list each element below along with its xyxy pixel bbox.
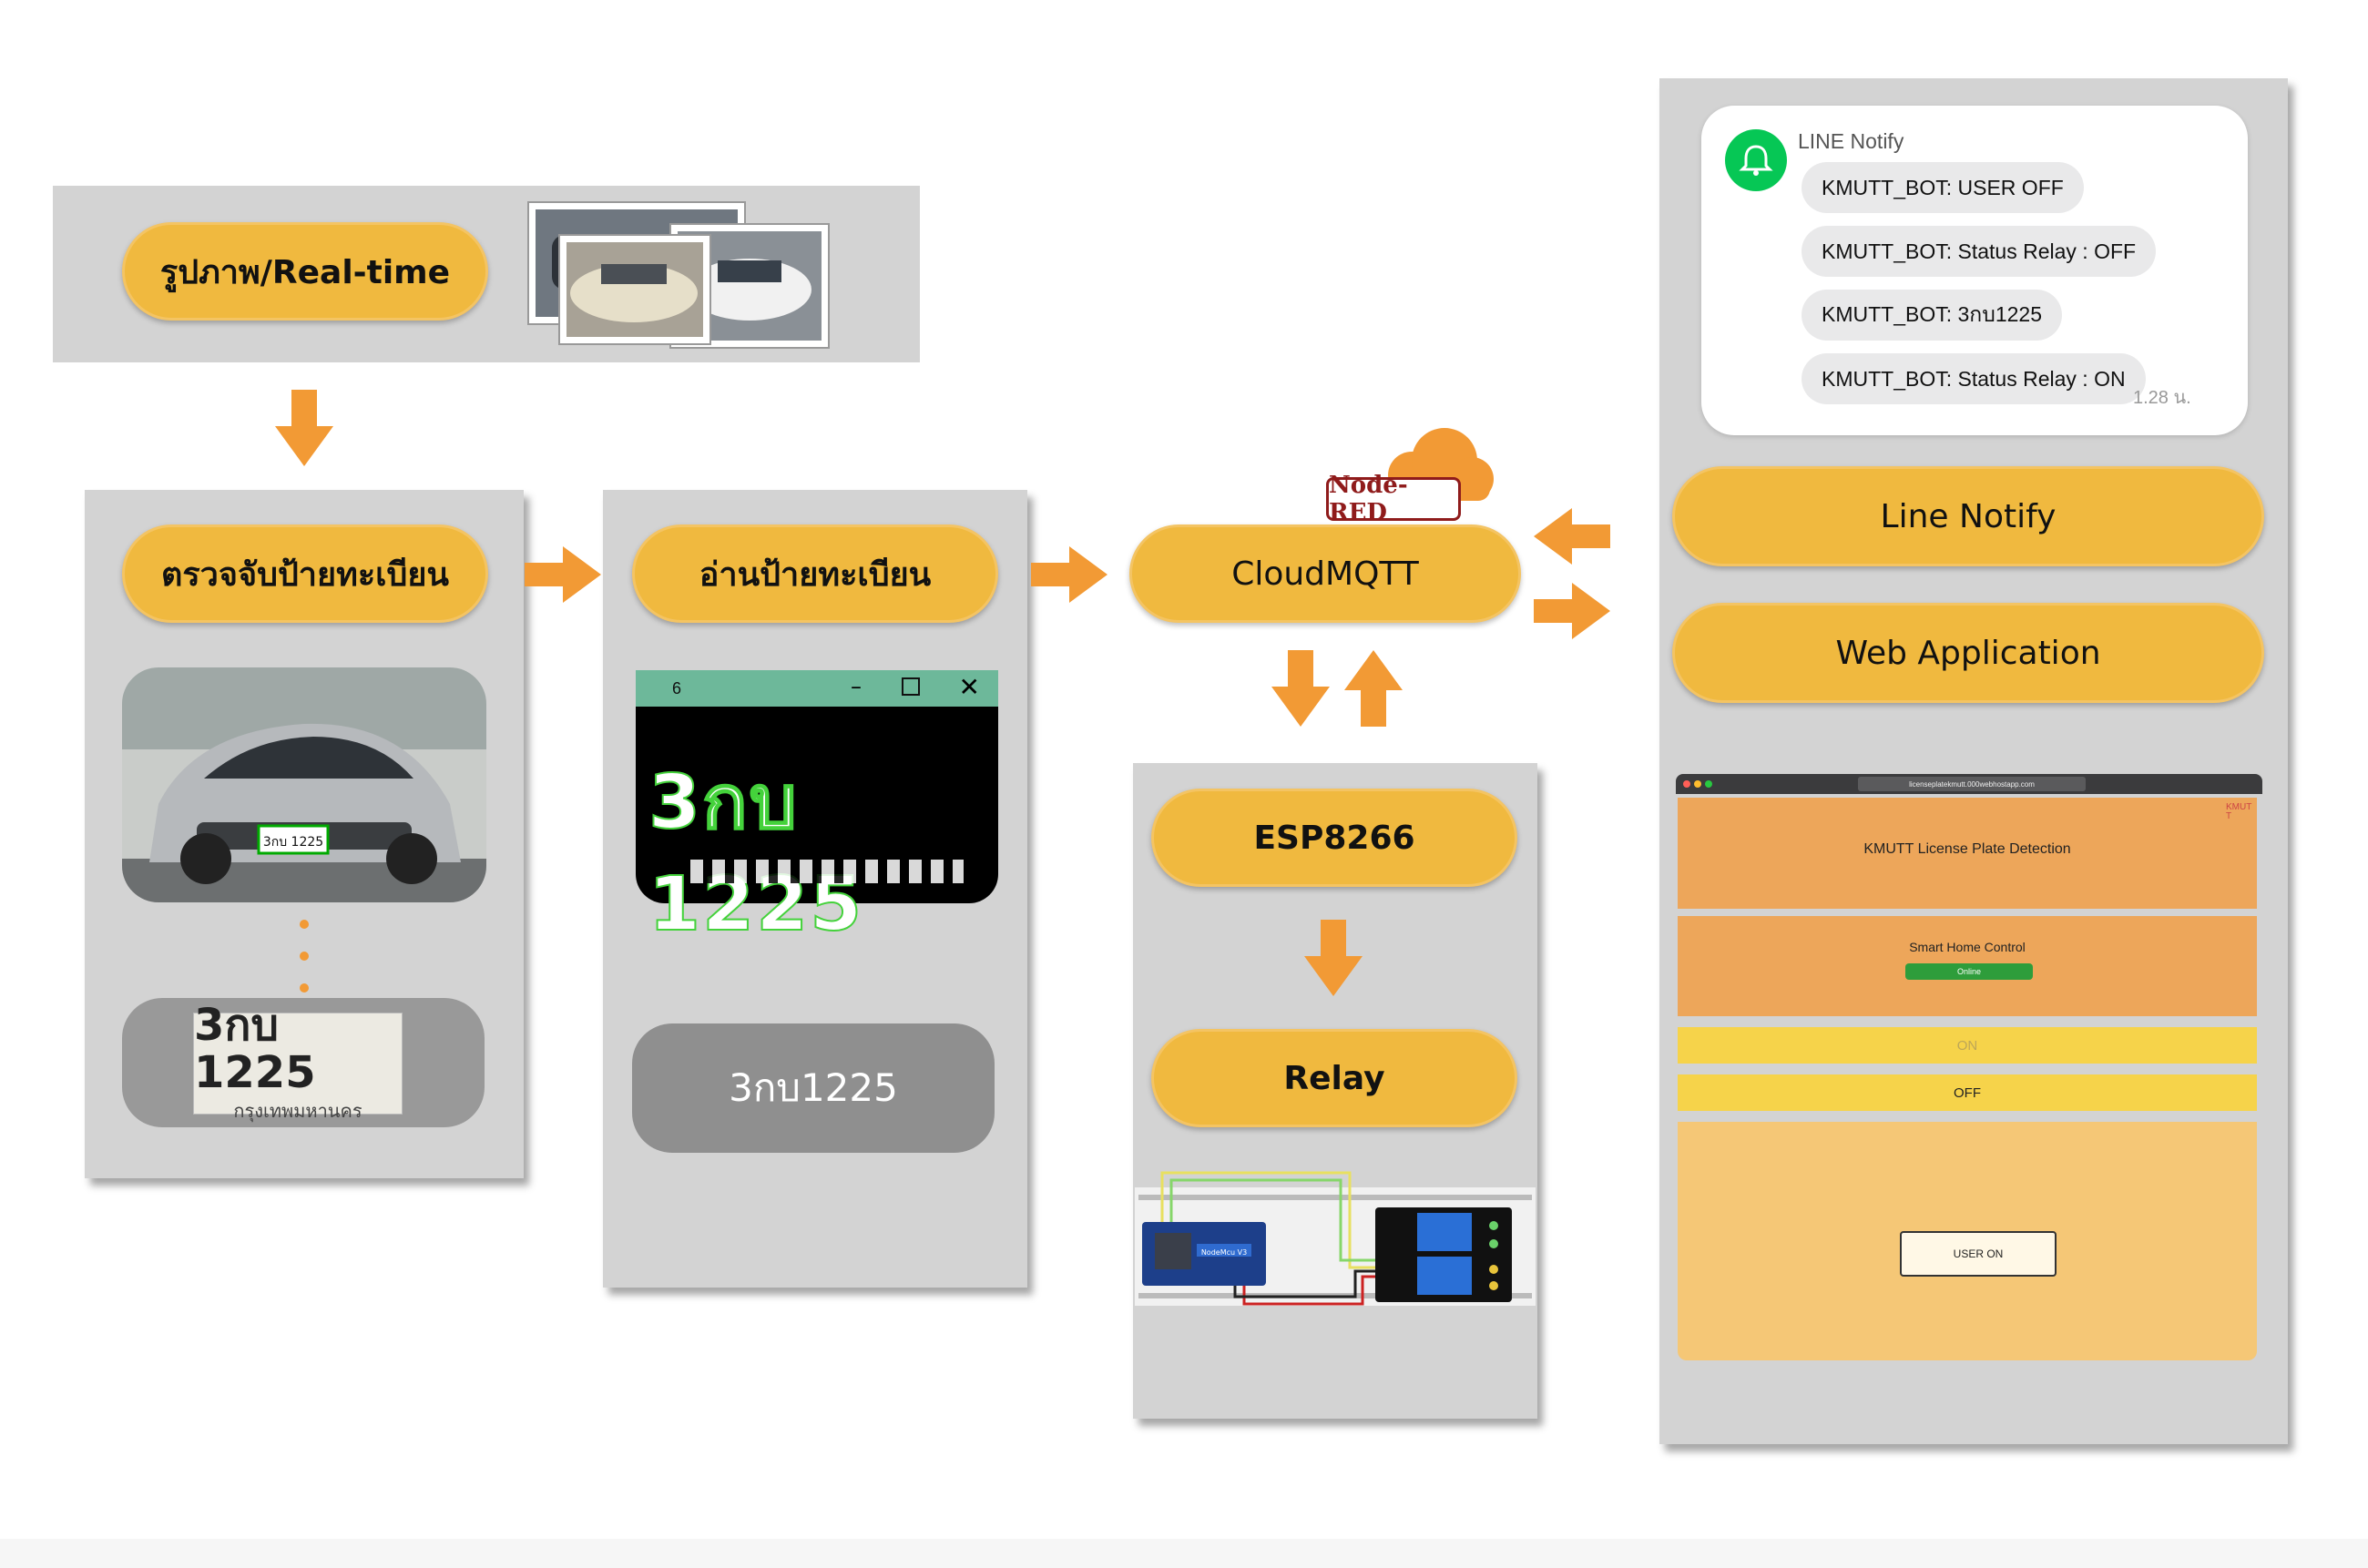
webapp-logo: KMUTT	[2226, 802, 2252, 821]
minimize-icon[interactable]: –	[851, 674, 862, 699]
bottom-strip	[0, 1539, 2368, 1568]
read-result: 3กบ1225	[632, 1023, 995, 1153]
arrow-down-icon	[1271, 650, 1330, 727]
detect-pill: ตรวจจับป้ายทะเบียน	[122, 524, 488, 623]
webapp-off-button[interactable]: OFF	[1678, 1074, 2257, 1111]
arrow-right-icon	[1031, 546, 1107, 603]
arrow-down-icon	[1304, 920, 1363, 996]
esp8266-pill: ESP8266	[1151, 789, 1517, 887]
window-dot-yellow	[1694, 780, 1701, 788]
line-message: KMUTT_BOT: 3กบ1225	[1802, 290, 2062, 341]
ocr-plate-text: 3กบ 1225	[648, 759, 864, 949]
breadboard-diagram: NodeMcu V3	[1135, 1171, 1536, 1306]
ocr-window: 6 – ✕ 3กบ 1225	[636, 670, 998, 949]
line-message: KMUTT_BOT: USER OFF	[1802, 162, 2084, 213]
board-label: NodeMcu V3	[1201, 1248, 1247, 1257]
cloudmqtt-pill: CloudMQTT	[1129, 524, 1521, 623]
plate-crop-sub: กรุงเทพมหานคร	[233, 1100, 362, 1122]
svg-text:3กบ 1225: 3กบ 1225	[263, 835, 323, 850]
car-photo: 3กบ 1225	[122, 667, 486, 902]
line-sender: LINE Notify	[1798, 129, 1904, 153]
ocr-plate-image: 3กบ 1225	[636, 707, 998, 949]
webapp-on-button[interactable]: ON	[1678, 1027, 2257, 1064]
node-red-badge: Node-RED	[1326, 472, 1461, 526]
webapp-header	[1678, 798, 2257, 909]
read-pill: อ่านป้ายทะเบียน	[632, 524, 998, 623]
line-notify-pill: Line Notify	[1672, 466, 2264, 566]
line-bell-icon	[1725, 129, 1787, 191]
input-pill: รูปภาพ/Real-time	[122, 222, 488, 321]
ocr-window-title: 6	[672, 678, 682, 697]
line-time: 1.28 น.	[2133, 388, 2191, 408]
line-message: KMUTT_BOT: Status Relay : ON	[1802, 353, 2146, 404]
arrow-right-icon	[1534, 583, 1610, 639]
line-message: KMUTT_BOT: Status Relay : OFF	[1802, 226, 2157, 277]
ocr-noise	[690, 860, 964, 883]
web-application-pill: Web Application	[1672, 603, 2264, 703]
arrow-down-icon	[275, 390, 333, 466]
webapp-user-button[interactable]: USER ON	[1900, 1231, 2057, 1277]
arrow-left-icon	[1534, 508, 1610, 565]
arrow-right-icon	[525, 546, 601, 603]
window-dot-green	[1705, 780, 1712, 788]
maximize-icon[interactable]	[902, 677, 920, 696]
relay-pill: Relay	[1151, 1029, 1517, 1127]
webapp-control-title: Smart Home Control	[1909, 940, 2026, 954]
window-dot-red	[1683, 780, 1690, 788]
input-photos-illustration	[527, 201, 830, 349]
webapp-url[interactable]: licenseplatekmutt.000webhostapp.com	[1858, 777, 2086, 791]
webapp-status-badge: Online	[1905, 963, 2033, 980]
arrow-up-icon	[1344, 650, 1403, 727]
dots-icon	[300, 920, 309, 993]
close-icon[interactable]: ✕	[958, 672, 980, 702]
plate-crop-text: 3กบ 1225	[194, 1000, 316, 1098]
ocr-window-titlebar: 6 – ✕	[636, 670, 998, 707]
plate-crop-image: 3กบ 1225 กรุงเทพมหานคร	[193, 1002, 403, 1122]
webapp-title: KMUTT License Plate Detection	[1863, 841, 2071, 857]
